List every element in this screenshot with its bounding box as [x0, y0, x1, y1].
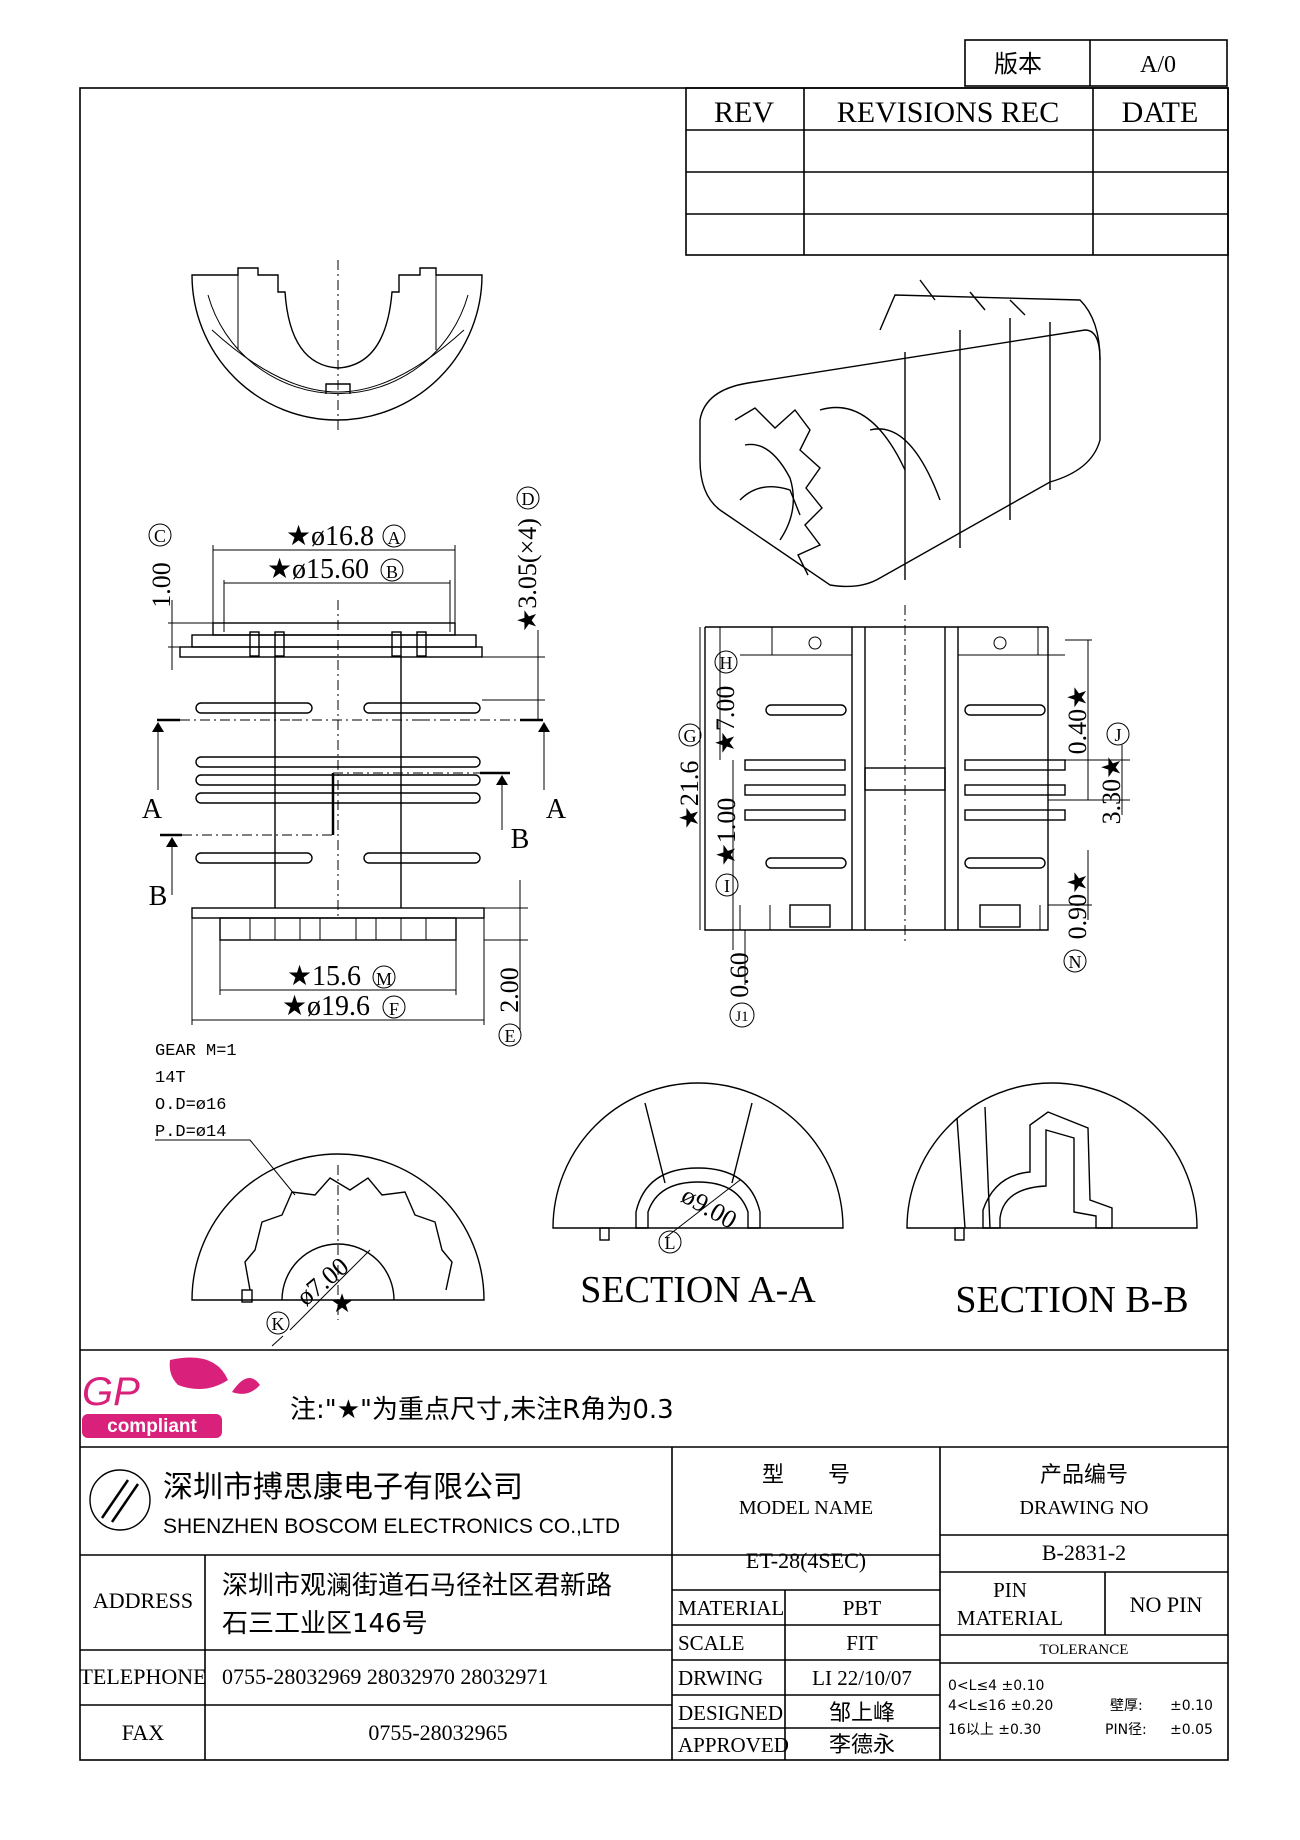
model-label-en: MODEL NAME — [739, 1497, 873, 1519]
section-a-a-label: SECTION A-A — [580, 1269, 816, 1311]
dim-g-tag: G — [684, 726, 697, 746]
front-elevation-view: A A B B ★ø16.8 A ★ø15.60 — [142, 486, 567, 1047]
dim-d-value: ★3.05(×4) — [513, 518, 542, 632]
dim-i-tag: I — [724, 876, 730, 896]
compliant-logo-text: compliant — [107, 1416, 197, 1437]
telephone-label: TELEPHONE — [79, 1664, 206, 1689]
gp-logo-text: GP — [82, 1370, 140, 1414]
dim-j1-tag: J1 — [735, 1009, 748, 1025]
pin-diameter-value: ±0.05 — [1170, 1722, 1213, 1738]
dim-n-value: 0.90★ — [1063, 871, 1092, 940]
section-a-mark-right: A — [546, 794, 567, 825]
dim-e-value: 2.00 — [495, 967, 524, 1013]
designed-label: DESIGNED — [678, 1701, 783, 1725]
version-label: 版本 — [994, 50, 1042, 78]
tolerance-row: 16以上 ±0.30 — [948, 1722, 1041, 1738]
material-label: MATERIAL — [678, 1596, 784, 1620]
approved-label: APPROVED — [678, 1733, 789, 1757]
dim-g-value: ★21.6 — [675, 761, 704, 830]
title-block: 深圳市搏思康电子有限公司 SHENZHEN BOSCOM ELECTRONICS… — [79, 1446, 1228, 1760]
dim-a-tag: A — [388, 528, 401, 548]
pin-material-label: MATERIAL — [957, 1606, 1063, 1630]
rev-header: REV — [714, 96, 774, 129]
address-line-2: 石三工业区146号 — [222, 1609, 428, 1639]
dim-j-tag: J — [1114, 725, 1121, 745]
dim-b-value: ★ø15.60 — [267, 554, 369, 585]
fax-value: 0755-28032965 — [368, 1720, 507, 1745]
drawing-by-value: LI 22/10/07 — [812, 1666, 912, 1690]
date-header: DATE — [1122, 96, 1199, 129]
address-line-1: 深圳市观澜街道石马径社区君新路 — [222, 1571, 612, 1601]
dim-b-tag: B — [386, 562, 398, 582]
dim-h-tag: H — [720, 653, 733, 673]
dim-j3-value: 3.30★ — [1097, 756, 1126, 825]
gear-spec-line: P.D=ø14 — [155, 1123, 226, 1142]
company-name-cn: 深圳市搏思康电子有限公司 — [163, 1470, 523, 1505]
isometric-view — [699, 279, 1101, 588]
drawing-by-label: DRWING — [678, 1666, 763, 1690]
section-b-b-view: SECTION B-B — [906, 1082, 1198, 1321]
dim-m-tag: M — [376, 969, 392, 989]
fax-label: FAX — [122, 1720, 164, 1745]
dim-h-value: ★7.00 — [711, 686, 740, 755]
gp-compliant-logo: GP compliant — [82, 1357, 260, 1438]
approved-value: 李德永 — [829, 1733, 895, 1758]
gear-spec: GEAR M=1 14T O.D=ø16 P.D=ø14 — [155, 1042, 296, 1196]
gear-spec-line: O.D=ø16 — [155, 1096, 226, 1115]
wall-thickness-value: ±0.10 — [1170, 1698, 1213, 1714]
dim-k-tag: K — [272, 1314, 285, 1334]
dim-i-value: ★1.00 — [712, 798, 741, 867]
dim-j1-value: 0.60 — [725, 952, 754, 998]
pin-material-label: PIN — [993, 1578, 1027, 1602]
section-a-mark-left: A — [142, 794, 163, 825]
section-b-mark-right: B — [511, 824, 530, 855]
dim-j-value: 0.40★ — [1063, 686, 1092, 755]
dim-c-value: 1.00 — [147, 562, 176, 608]
version-box: 版本 A/0 — [964, 39, 1228, 87]
revisions-rec-header: REVISIONS REC — [837, 96, 1060, 129]
gear-spec-line: 14T — [155, 1069, 186, 1088]
dim-l-value: ø9.00 — [677, 1180, 742, 1234]
dim-d-tag: D — [522, 489, 535, 509]
address-label: ADDRESS — [93, 1588, 193, 1613]
dim-e-tag: E — [505, 1026, 516, 1046]
drawing-label-cn: 产品编号 — [1040, 1463, 1128, 1488]
drawing-number: B-2831-2 — [1042, 1540, 1126, 1565]
tolerance-row: 0<L≤4 ±0.10 — [948, 1678, 1044, 1694]
top-plan-view — [191, 260, 483, 430]
model-name-value: ET-28(4SEC) — [746, 1548, 866, 1573]
side-elevation-view: H ★7.00 G ★21.6 ★1.00 I 0.60 J1 0.40★ J … — [675, 605, 1130, 1028]
pin-material-value: NO PIN — [1130, 1592, 1203, 1617]
model-label-cn: 型 号 — [762, 1463, 850, 1488]
drawing-note: 注:"★"为重点尺寸,未注R角为0.3 — [290, 1395, 674, 1425]
tolerance-row: 4<L≤16 ±0.20 — [948, 1698, 1053, 1714]
dim-m-value: ★15.6 — [287, 961, 361, 992]
dim-n-tag: N — [1069, 952, 1082, 972]
section-a-a-view: ø9.00 L SECTION A-A — [552, 1082, 844, 1311]
scale-label: SCALE — [678, 1631, 745, 1655]
company-name-en: SHENZHEN BOSCOM ELECTRONICS CO.,LTD — [163, 1515, 620, 1538]
tolerance-label: TOLERANCE — [1040, 1642, 1129, 1658]
scale-value: FIT — [846, 1631, 878, 1655]
gear-spec-line: GEAR M=1 — [155, 1042, 237, 1061]
material-value: PBT — [843, 1596, 882, 1620]
section-b-mark-left: B — [149, 881, 168, 912]
dim-a-value: ★ø16.8 — [286, 521, 374, 552]
version-value: A/0 — [1140, 52, 1176, 78]
revision-table: REV REVISIONS REC DATE — [685, 87, 1229, 256]
dim-l-tag: L — [665, 1233, 676, 1253]
section-b-b-label: SECTION B-B — [955, 1279, 1188, 1321]
drawing-label-en: DRAWING NO — [1020, 1497, 1149, 1519]
designed-value: 邹上峰 — [829, 1701, 895, 1726]
dim-c-tag: C — [154, 526, 166, 546]
outer-frame — [79, 87, 1229, 1761]
dim-k-star: ★ — [330, 1289, 353, 1318]
pin-diameter-label: PIN径: — [1105, 1722, 1147, 1738]
dim-f-tag: F — [389, 999, 399, 1019]
dim-f-value: ★ø19.6 — [282, 991, 370, 1022]
telephone-value: 0755-28032969 28032970 28032971 — [222, 1664, 548, 1689]
wall-thickness-label: 壁厚: — [1110, 1698, 1143, 1714]
gear-bottom-view: ø7.00 ★ K — [191, 1153, 485, 1347]
